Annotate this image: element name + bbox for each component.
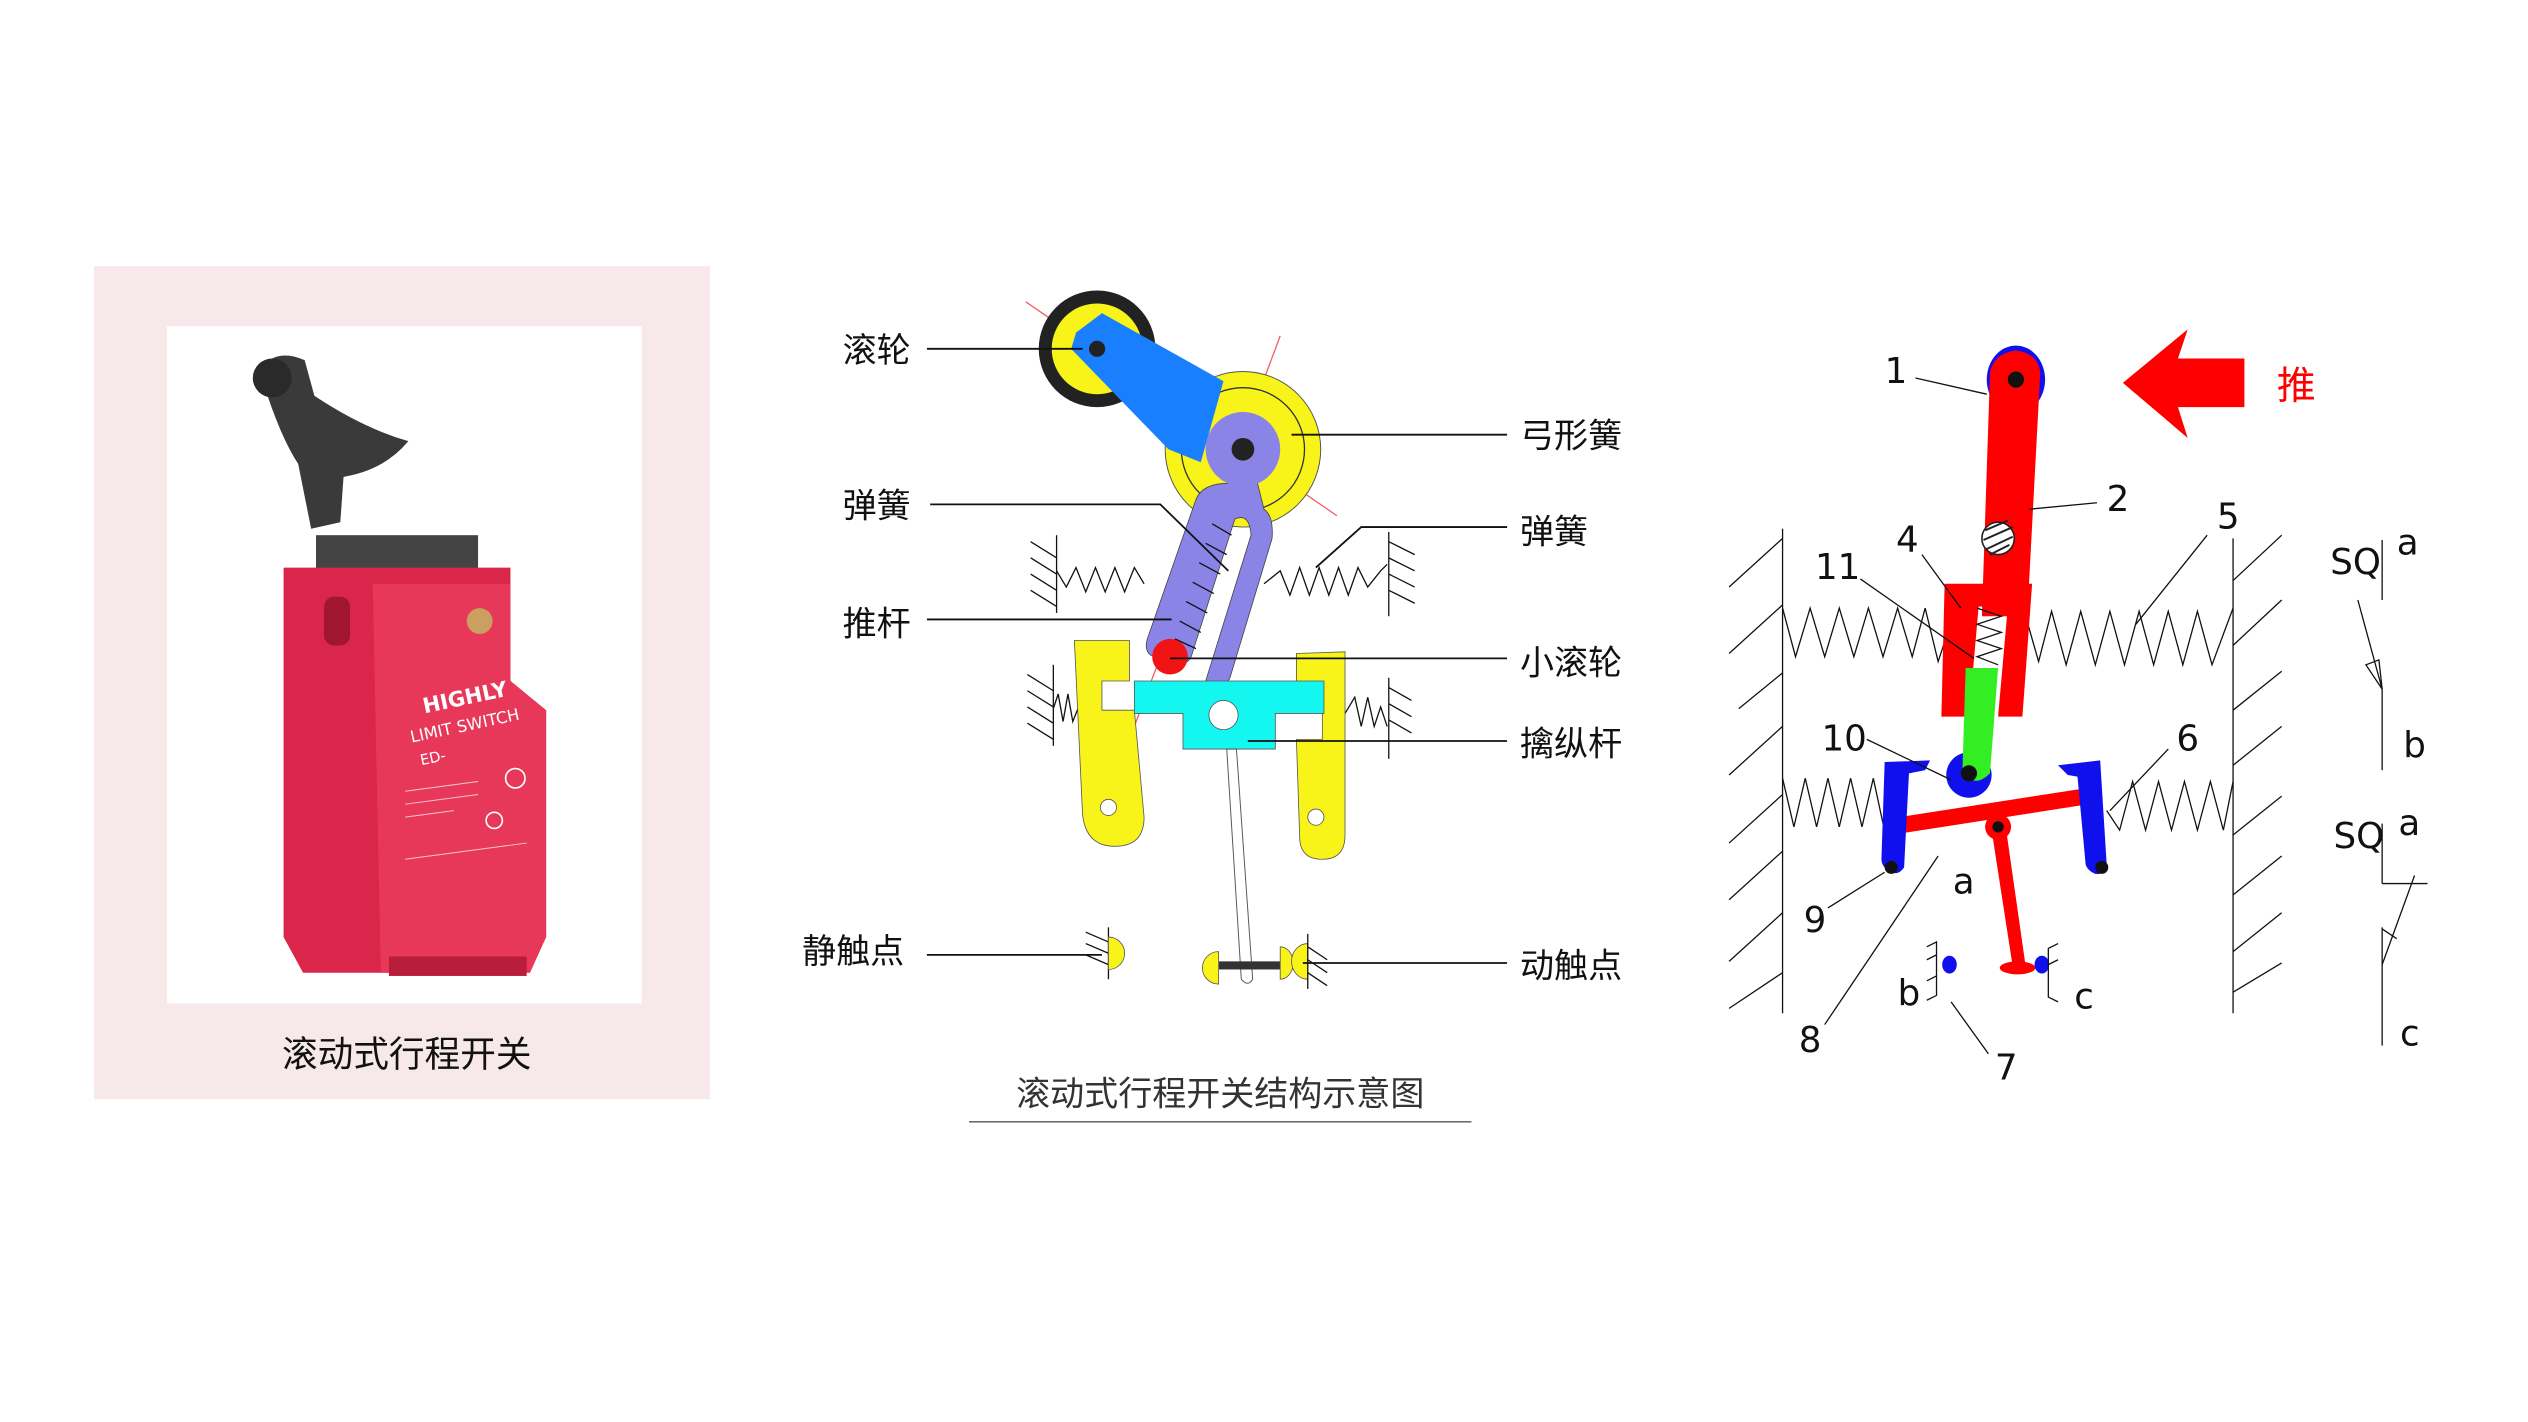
green-plunger (1962, 668, 1999, 781)
contact-label-b: b (1898, 973, 1921, 1014)
part-number-7: 7 (1995, 1048, 2018, 1089)
label-moving-contact: 动触点 (1520, 947, 1622, 987)
roller-arm (1071, 313, 1224, 463)
part-number-5: 5 (2217, 497, 2240, 538)
label-roller: 滚轮 (843, 331, 911, 371)
red-lever (1981, 350, 2041, 617)
right-lever (1295, 651, 1346, 860)
photo-panel: HIGHLY LIMIT SWITCH ED- 滚动式行程开关 (93, 266, 710, 1100)
sq-symbol-no (2381, 823, 2428, 1046)
roller-pivot (1088, 340, 1106, 357)
left-lever (1073, 640, 1145, 847)
sq-a-2: a (2398, 803, 2420, 844)
sq-b: b (2403, 725, 2426, 766)
lever-fork (1941, 583, 2033, 717)
mechanism-leaders (1824, 377, 2208, 1055)
mechanism-diagram: 推 1 2 4 5 11 10 6 9 8 7 a b c (1728, 329, 2428, 1089)
contact-b (1942, 955, 1957, 974)
contact-rod (1226, 748, 1254, 984)
part-number-9: 9 (1804, 900, 1827, 941)
label-escapement: 擒纵杆 (1520, 725, 1622, 765)
push-label: 推 (2277, 364, 2316, 409)
structure-caption: 滚动式行程开关结构示意图 (1016, 1075, 1424, 1115)
part-number-6: 6 (2176, 719, 2199, 760)
contact-label-c: c (2074, 976, 2094, 1017)
left-wall (1728, 528, 1784, 1014)
static-contact (1085, 927, 1126, 980)
springs (1027, 531, 1415, 759)
label-push-rod: 推杆 (843, 605, 911, 645)
label-bow-spring: 弓形簧 (1520, 417, 1622, 457)
crossbar (1899, 787, 2089, 834)
part-number-2: 2 (2107, 479, 2130, 520)
sq-name-1: SQ (2330, 542, 2381, 583)
leader-lines (926, 347, 1508, 964)
series-text: ED- (419, 747, 448, 769)
part-number-11: 11 (1815, 547, 1860, 588)
sq-a-1: a (2397, 523, 2419, 564)
sq-name-2: SQ (2334, 816, 2385, 857)
right-wall (2232, 534, 2283, 1014)
left-blue-lever (1881, 760, 1931, 874)
moving-contact (1202, 933, 1328, 989)
part-number-1: 1 (1885, 351, 1908, 392)
part-number-8: 8 (1799, 1020, 1822, 1061)
sq-symbol-nc (2357, 540, 2383, 771)
push-arrow (2122, 329, 2245, 438)
small-roller (1152, 638, 1188, 675)
mechanism-springs (1781, 605, 2234, 833)
push-rod (1145, 412, 1281, 687)
right-blue-lever (2058, 760, 2107, 875)
label-static-contact: 静触点 (802, 932, 904, 972)
sq-c: c (2400, 1014, 2420, 1055)
limit-switch-photo: HIGHLY LIMIT SWITCH ED- (252, 355, 547, 976)
label-spring-right: 弹簧 (1520, 512, 1588, 552)
photo-caption: 滚动式行程开关 (282, 1035, 532, 1076)
part-number-4: 4 (1896, 519, 1919, 560)
contact-label-a: a (1953, 861, 1975, 902)
part-number-10: 10 (1821, 719, 1866, 760)
contact-c (2034, 955, 2050, 974)
contact-stem (1991, 830, 2026, 967)
label-small-roller: 小滚轮 (1520, 644, 1622, 684)
structure-diagram: 滚轮 弹簧 推杆 静触点 弓形簧 弹簧 小滚轮 擒纵杆 动触点 滚动式行程开关结… (802, 290, 1622, 1123)
label-spring-left: 弹簧 (843, 486, 911, 526)
